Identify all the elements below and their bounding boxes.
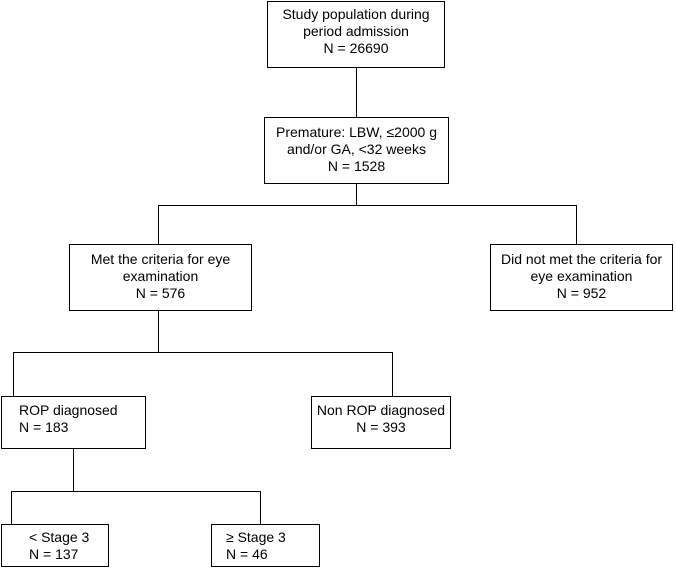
premature-count: N = 1528 [327, 158, 386, 174]
met-criteria-line-2: examination [122, 268, 199, 284]
non-rop-diagnosed-box: Non ROP diagnosed N = 393 [311, 396, 451, 449]
study-population-box: Study population during period admission… [267, 1, 445, 68]
met-criteria-box: Met the criteria for eye examination N =… [69, 244, 252, 311]
stage3-plus-box: ≥ Stage 3 N = 46 [211, 524, 320, 567]
study-population-line-1: Study population during [282, 6, 430, 22]
stage3-plus-label: ≥ Stage 3 [226, 529, 286, 545]
stage3-plus-count: N = 46 [226, 546, 268, 562]
not-met-criteria-box: Did not met the criteria for eye examina… [490, 244, 673, 311]
met-criteria-line-1: Met the criteria for eye [90, 251, 231, 267]
met-criteria-count: N = 576 [135, 285, 186, 301]
rop-diagnosed-box: ROP diagnosed N = 183 [1, 396, 146, 449]
below-stage3-box: < Stage 3 N = 137 [1, 524, 109, 567]
below-stage3-count: N = 137 [29, 546, 79, 562]
study-population-count: N = 26690 [323, 40, 389, 56]
not-met-criteria-count: N = 952 [556, 285, 607, 301]
rop-diagnosed-label: ROP diagnosed [19, 402, 118, 418]
below-stage3-label: < Stage 3 [29, 529, 90, 545]
non-rop-diagnosed-count: N = 393 [356, 419, 406, 435]
premature-line-2: and/or GA, <32 weeks [287, 141, 426, 157]
study-population-line-2: period admission [303, 23, 409, 39]
premature-box: Premature: LBW, ≤2000 g and/or GA, <32 w… [264, 117, 449, 184]
not-met-criteria-line-2: eye examination [530, 268, 633, 284]
premature-line-1: Premature: LBW, ≤2000 g [276, 124, 437, 140]
non-rop-diagnosed-label: Non ROP diagnosed [316, 402, 446, 418]
not-met-criteria-line-1: Did not met the criteria for [500, 251, 663, 267]
rop-diagnosed-count: N = 183 [19, 419, 69, 435]
